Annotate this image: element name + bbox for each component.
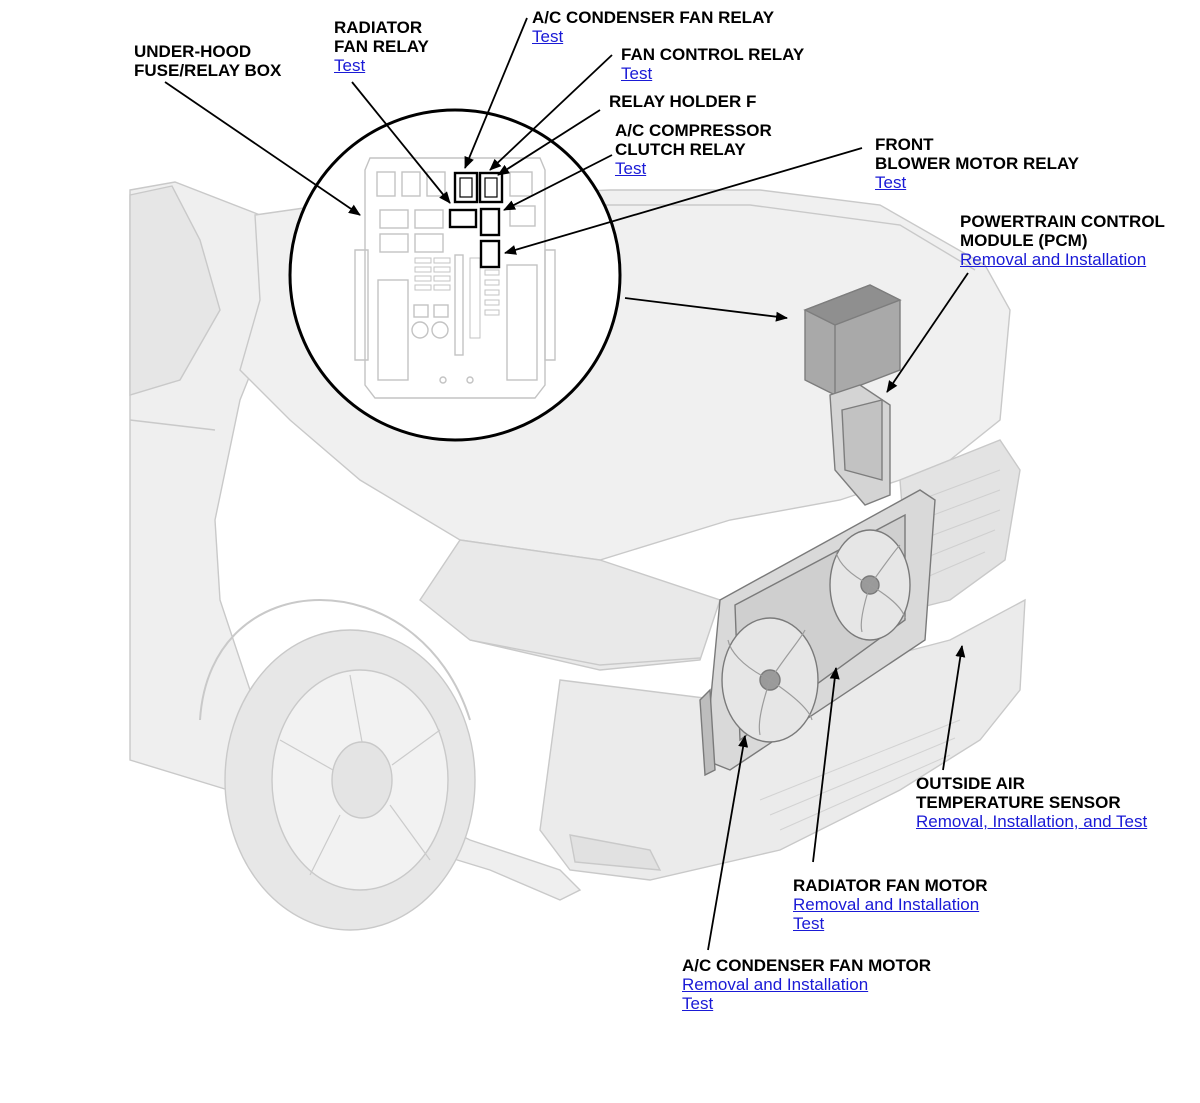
ac-condenser-fan-motor-test-link[interactable]: Test	[682, 994, 714, 1013]
callout-title: TEMPERATURE SENSOR	[916, 793, 1121, 812]
radiator-fan-assembly	[699, 489, 936, 777]
pcm-removal-installation-link[interactable]: Removal and Installation	[960, 250, 1147, 269]
callout-ac-condenser-fan-motor: A/C CONDENSER FAN MOTOR Removal and Inst…	[682, 956, 931, 1013]
callout-title: UNDER-HOOD	[134, 42, 252, 61]
callout-title: FUSE/RELAY BOX	[134, 61, 282, 80]
ac-compressor-clutch-relay-test-link[interactable]: Test	[615, 159, 647, 178]
callout-title: FAN CONTROL RELAY	[621, 45, 805, 64]
callout-title: RADIATOR FAN MOTOR	[793, 876, 988, 895]
fuse-relay-box-inset	[288, 108, 622, 442]
callout-title: RELAY HOLDER F	[609, 92, 757, 111]
callout-title: A/C CONDENSER FAN RELAY	[532, 8, 775, 27]
callout-ac-condenser-fan-relay: A/C CONDENSER FAN RELAY Test	[532, 8, 774, 46]
callout-title: FAN RELAY	[334, 37, 429, 56]
ac-condenser-fan-relay-test-link[interactable]: Test	[532, 27, 564, 46]
callout-powertrain-control-module: POWERTRAIN CONTROL MODULE (PCM) Removal …	[960, 212, 1165, 269]
callout-title: A/C COMPRESSOR	[615, 121, 772, 140]
callout-title: POWERTRAIN CONTROL	[960, 212, 1165, 231]
callout-relay-holder-f: RELAY HOLDER F	[609, 92, 756, 111]
callout-title: A/C CONDENSER FAN MOTOR	[682, 956, 932, 975]
pcm-unit	[803, 284, 902, 506]
radiator-fan-motor-removal-link[interactable]: Removal and Installation	[793, 895, 980, 914]
callout-ac-compressor-clutch-relay: A/C COMPRESSOR CLUTCH RELAY Test	[615, 121, 772, 178]
outside-air-temp-sensor-link[interactable]: Removal, Installation, and Test	[916, 812, 1148, 831]
radiator-fan-relay-test-link[interactable]: Test	[334, 56, 366, 75]
callout-radiator-fan-relay: RADIATOR FAN RELAY Test	[334, 18, 429, 75]
leader-lines	[164, 17, 969, 951]
fan-control-relay-test-link[interactable]: Test	[621, 64, 653, 83]
front-blower-motor-relay-test-link[interactable]: Test	[875, 173, 907, 192]
radiator-fan-motor-test-link[interactable]: Test	[793, 914, 825, 933]
callout-under-hood-fuse-relay-box: UNDER-HOOD FUSE/RELAY BOX	[134, 42, 281, 80]
ac-condenser-fan-motor-removal-link[interactable]: Removal and Installation	[682, 975, 869, 994]
callout-title: BLOWER MOTOR RELAY	[875, 154, 1080, 173]
callout-outside-air-temperature-sensor: OUTSIDE AIR TEMPERATURE SENSOR Removal, …	[916, 774, 1147, 831]
callout-title: FRONT	[875, 135, 934, 154]
callout-title: RADIATOR	[334, 18, 423, 37]
callout-title: CLUTCH RELAY	[615, 140, 746, 159]
callout-fan-control-relay: FAN CONTROL RELAY Test	[621, 45, 804, 83]
callout-front-blower-motor-relay: FRONT BLOWER MOTOR RELAY Test	[875, 135, 1079, 192]
callout-title: OUTSIDE AIR	[916, 774, 1025, 793]
callout-title: MODULE (PCM)	[960, 231, 1088, 250]
callout-radiator-fan-motor: RADIATOR FAN MOTOR Removal and Installat…	[793, 876, 988, 933]
